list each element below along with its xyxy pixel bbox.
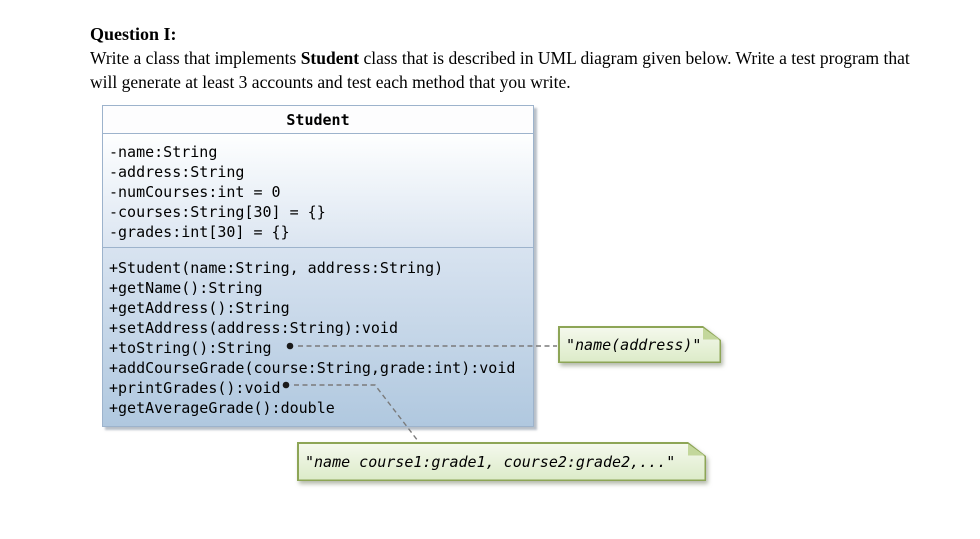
uml-class-name: Student — [103, 106, 533, 134]
question-body-text-post: class that is described in UML diagram g… — [90, 48, 910, 92]
printgrades-note-text: "name course1:grade1, course2:grade2,...… — [305, 452, 676, 471]
uml-method-line-tostring: +toString():String — [109, 339, 272, 357]
uml-field-line: -courses:String[30] = {} — [109, 203, 326, 221]
question-body-bold-word: Student — [300, 48, 360, 68]
uml-method-line: +getName():String — [109, 279, 263, 297]
uml-field-line: -address:String — [109, 163, 245, 181]
question-block: Question I: Write a class that implement… — [90, 22, 922, 94]
uml-method-line: +addCourseGrade(course:String,grade:int)… — [109, 359, 516, 377]
tostring-callout-note: "name(address)" — [558, 326, 721, 363]
uml-field-line: -grades:int[30] = {} — [109, 223, 290, 241]
question-body-text-pre: Write a class that implements — [90, 48, 301, 68]
uml-method-line: +getAverageGrade():double — [109, 399, 335, 417]
uml-method-line-printgrades: +printGrades():void — [109, 379, 281, 397]
note-fill — [560, 328, 720, 362]
uml-fields-compartment: -name:String -address:String -numCourses… — [103, 134, 533, 248]
uml-class-box: Student -name:String -address:String -nu… — [102, 105, 534, 427]
printgrades-callout-note: "name course1:grade1, course2:grade2,...… — [297, 442, 706, 481]
uml-method-line: +getAddress():String — [109, 299, 290, 317]
uml-method-line: +setAddress(address:String):void — [109, 319, 398, 337]
uml-method-line: +Student(name:String, address:String) — [109, 259, 444, 277]
question-title: Question I: — [90, 24, 177, 44]
question-body: Write a class that implements Student cl… — [90, 47, 922, 94]
tostring-note-text: "name(address)" — [566, 335, 702, 354]
note-fill — [299, 444, 705, 480]
uml-methods-compartment: +Student(name:String, address:String) +g… — [103, 248, 533, 426]
uml-field-line: -name:String — [109, 143, 218, 161]
uml-field-line: -numCourses:int = 0 — [109, 183, 281, 201]
